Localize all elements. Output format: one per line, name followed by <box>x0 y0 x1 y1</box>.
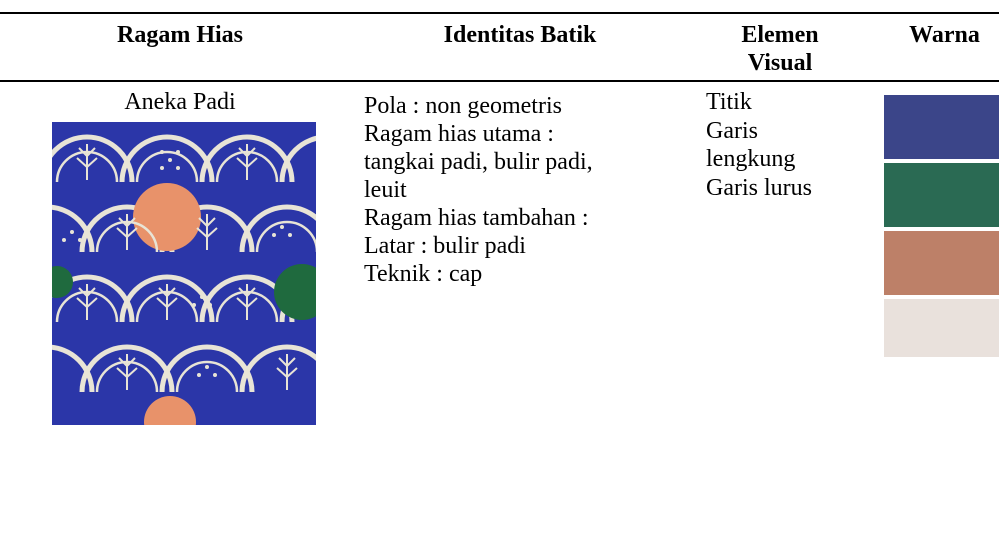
header-ragam-hias: Ragam Hias <box>117 22 243 48</box>
batik-motif-image <box>52 122 316 425</box>
identitas-line-teknik: Teknik : cap <box>364 261 483 287</box>
elemen-visual-cell: Titik Garis lengkung Garis lurus <box>706 88 876 202</box>
elemen-line-titik: Titik <box>706 89 752 115</box>
warna-swatches <box>884 95 999 357</box>
color-swatch-blue <box>884 95 999 159</box>
color-swatch-green <box>884 163 999 227</box>
identitas-line-latar: Latar : bulir padi <box>364 233 526 259</box>
elemen-line-lengkung: lengkung <box>706 146 796 172</box>
elemen-line-garis-lurus: Garis lurus <box>706 174 812 201</box>
identitas-line-pola: Pola : non geometris <box>364 93 562 119</box>
header-identitas-batik: Identitas Batik <box>443 22 597 48</box>
color-swatch-cream <box>884 299 999 357</box>
header-elemen-visual: Elemen Visual <box>725 21 835 77</box>
identitas-line-ragam-utama-value-cont: leuit <box>364 177 407 203</box>
header-bottom-rule <box>0 80 999 82</box>
identitas-batik-cell: Pola : non geometris Ragam hias utama : … <box>364 92 684 288</box>
color-swatch-terracotta <box>884 231 999 295</box>
header-elemen-visual-line1: Elemen <box>741 22 819 48</box>
elemen-line-garis: Garis <box>706 117 758 144</box>
identitas-line-ragam-utama-label: Ragam hias utama : <box>364 121 554 147</box>
header-warna: Warna <box>909 22 980 48</box>
motif-name: Aneka Padi <box>124 89 236 115</box>
table-top-rule <box>0 12 999 14</box>
header-elemen-visual-line2: Visual <box>747 50 813 76</box>
identitas-line-ragam-tambahan: Ragam hias tambahan : <box>364 205 589 231</box>
identitas-line-ragam-utama-value: tangkai padi, bulir padi, <box>364 149 593 175</box>
